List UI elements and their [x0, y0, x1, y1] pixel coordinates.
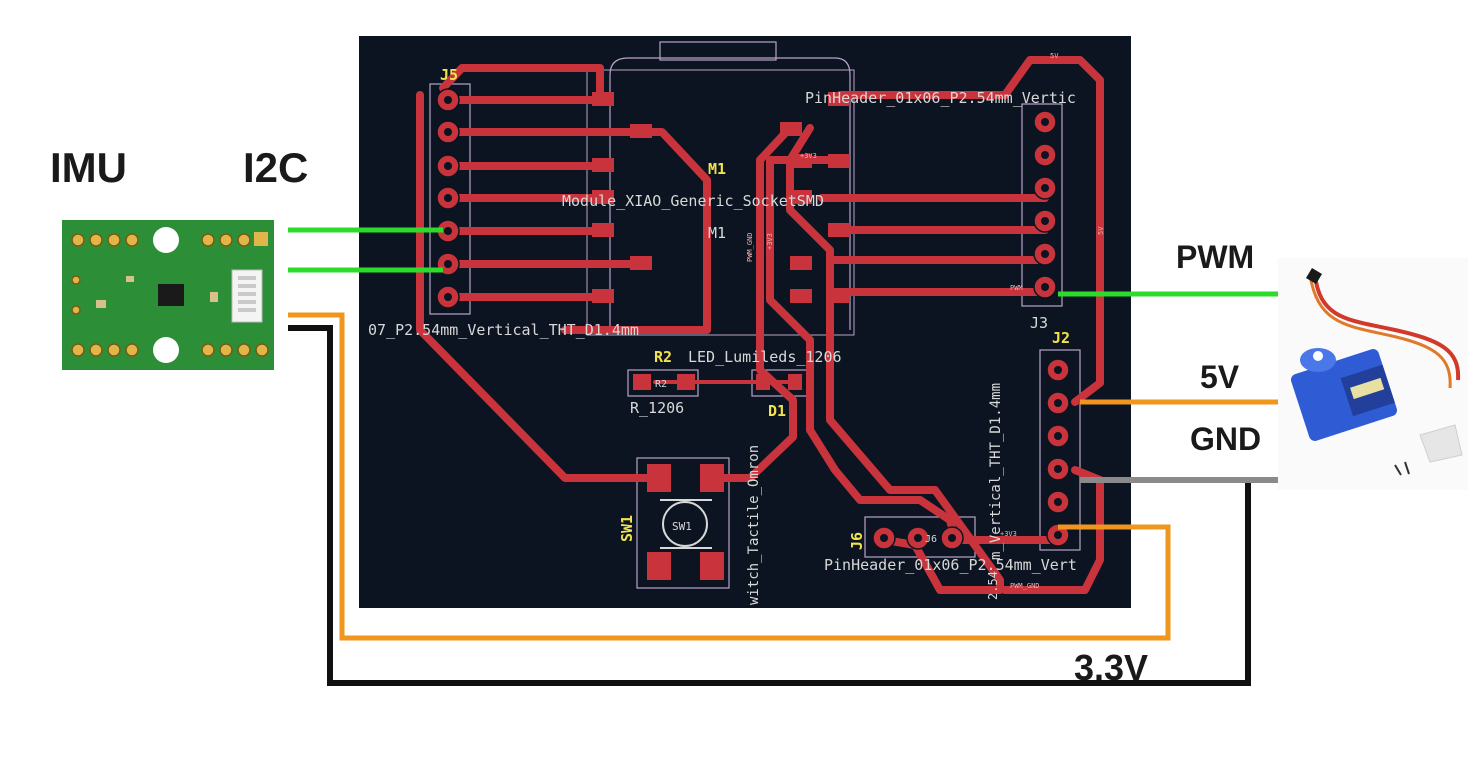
m1-pad: [828, 223, 850, 237]
i2c-label: I2C: [243, 144, 308, 191]
net-label: PWM_GND: [1010, 582, 1040, 590]
servo-screws: [1394, 461, 1410, 476]
net-label: +3V3: [800, 152, 817, 160]
pcb-layout: J5 07_P2.54mm_Vertical_THT_D1.4mm M1 M1 …: [359, 36, 1131, 608]
servo-wire-red: [1313, 274, 1461, 381]
m1-ref: M1: [708, 160, 726, 178]
tht-pins: [436, 88, 1070, 550]
trace-sw-m1: [711, 124, 797, 482]
servo-connector: [1306, 268, 1322, 284]
v33-wire: [288, 312, 1171, 641]
sw1-body-label: SW1: [672, 520, 692, 533]
j3-ref: J3: [1030, 314, 1048, 332]
imu-chip: [158, 284, 184, 306]
j5-ref: J5: [440, 66, 458, 84]
r2-pad: [677, 374, 695, 390]
copper-traces: [416, 56, 1104, 594]
m1-pad: [592, 158, 614, 172]
d1-ref: D1: [768, 402, 786, 420]
net-label: PWM: [1010, 284, 1023, 292]
r2-footprint: R_1206: [630, 399, 684, 417]
imu-mount-hole: [153, 227, 179, 253]
j6-side-label: 2.54: [986, 571, 1000, 600]
sw1-footprint: witch_Tactile_Omron: [746, 445, 762, 605]
servo-wire-orange: [1308, 274, 1452, 389]
m1-pad: [790, 289, 812, 303]
m1-pad: [790, 154, 812, 168]
j2-ref: J2: [1052, 329, 1070, 347]
j5-footprint: 07_P2.54mm_Vertical_THT_D1.4mm: [368, 321, 639, 339]
servo-horn-accessory: [1419, 424, 1463, 463]
r2-pad-label: R2: [655, 379, 667, 390]
m1-pad: [592, 190, 614, 204]
m1-pad: [780, 122, 802, 136]
external-wires: [288, 227, 1295, 686]
j3-footprint: PinHeader_01x06_P2.54mm_Vertic: [805, 89, 1076, 107]
j2-outline: [1039, 349, 1081, 551]
servo-shaft: [1313, 351, 1323, 361]
trace-pwm-gnd: [1001, 466, 1104, 594]
m1-pad: [828, 154, 850, 168]
j6-footprint: PinHeader_01x06_P2.54mm_Vert: [824, 556, 1077, 574]
m1-pad: [828, 289, 850, 303]
trace-j5-1: [439, 64, 604, 104]
r2-pad: [633, 374, 651, 390]
m1-pad: [630, 256, 652, 270]
v5-label: 5V: [1200, 359, 1240, 395]
imu-mount-hole: [153, 337, 179, 363]
trace-5v: [836, 56, 1104, 406]
net-label: PWM_GND: [746, 232, 754, 262]
m1-pad: [630, 124, 652, 138]
imu-square-pad: [254, 232, 268, 246]
pwm-label: PWM: [1176, 239, 1254, 275]
m1-footprint: Module_XIAO_Generic_SocketSMD: [562, 192, 824, 210]
m1-usb-outline: [659, 41, 777, 61]
j6-ref: J6: [848, 532, 866, 550]
net-label: 5V: [1050, 52, 1059, 60]
m1-pad: [828, 92, 850, 106]
imu-breakout-board: [62, 220, 274, 370]
sw1-switch: [647, 464, 724, 580]
j2-footprint: m_Vertical_THT_D1.4mm: [988, 383, 1004, 560]
sw1-outline: [636, 457, 730, 589]
d1-pad: [788, 374, 802, 390]
trace-j5-sw: [416, 91, 664, 482]
v33-label: 3.3V: [1074, 647, 1148, 688]
net-label: +3V3: [766, 233, 774, 250]
j3-outline: [1021, 103, 1063, 307]
m1-ref-2: M1: [708, 224, 726, 242]
net-label: +3V3: [1000, 530, 1017, 538]
m1-pad: [592, 289, 614, 303]
m1-pad: [790, 256, 812, 270]
trace-3v3: [766, 156, 959, 544]
r2-ref: R2: [654, 348, 672, 366]
m1-outline: [609, 57, 851, 330]
servo-motor: [1278, 258, 1468, 490]
j6-pad-label: J6: [925, 534, 937, 545]
m1-pad: [592, 92, 614, 106]
d1-pad: [756, 374, 770, 390]
led-footprint: LED_Lumileds_1206: [688, 348, 842, 366]
sw1-ref: SW1: [618, 515, 636, 542]
m1-pad: [592, 223, 614, 237]
servo-sticker: [1350, 377, 1385, 400]
m1-pad: [790, 190, 812, 204]
imu-label: IMU: [50, 144, 127, 191]
gnd-wire: [288, 325, 1251, 686]
net-label: 5V: [1097, 226, 1105, 235]
trace-j5-2: [444, 128, 711, 334]
m1-pads: [592, 92, 850, 303]
gnd-label: GND: [1190, 421, 1261, 457]
m1-courtyard: [586, 69, 855, 336]
